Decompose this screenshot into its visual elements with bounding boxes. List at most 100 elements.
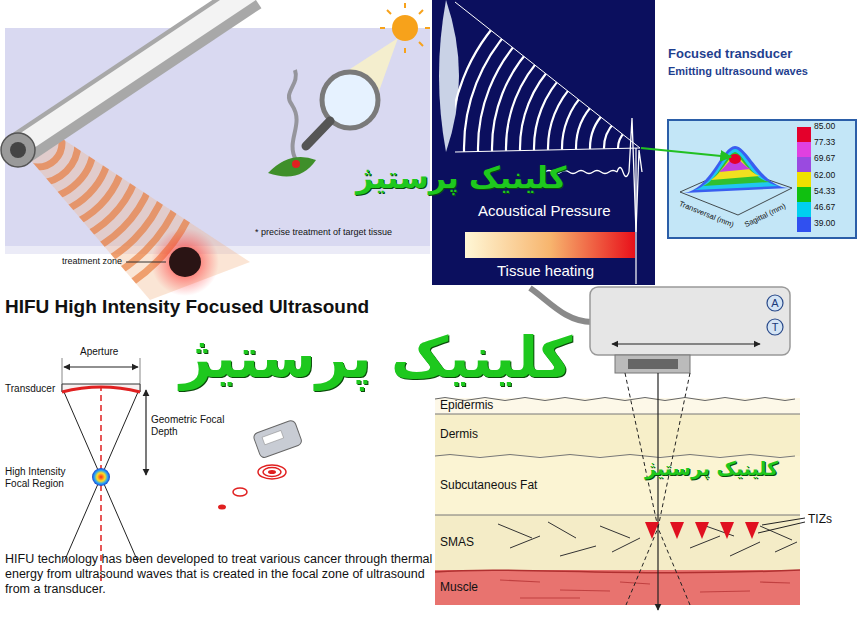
dimension-label: Aperture (80, 346, 118, 358)
scale-value: 69.67 (814, 153, 835, 163)
focus-line (635, 148, 636, 284)
axis-label: Transversal (mm) (678, 199, 736, 229)
panel-ground (432, 0, 655, 285)
probe-window (628, 359, 678, 369)
beam-axis (657, 373, 658, 610)
button-letter: A (771, 297, 778, 310)
tiz-marker (670, 522, 684, 539)
dermis-layer (435, 414, 800, 456)
plot-frame (668, 120, 856, 238)
burn-spot (292, 160, 300, 168)
surface-band (703, 152, 770, 186)
tiz-marker (695, 522, 709, 539)
part-label: Transducer (5, 383, 55, 395)
figure-subheading: Emitting ultrasound waves (668, 65, 808, 78)
bar-label: Tissue heating (497, 262, 594, 280)
transducer-face (62, 387, 140, 392)
smas-fibres (498, 522, 797, 556)
smas-layer (435, 515, 800, 570)
aperture-arrow (64, 366, 138, 367)
colorbar-step (797, 157, 811, 172)
leaf (268, 157, 316, 176)
epidermis-layer (435, 398, 800, 414)
layer-line (435, 414, 800, 415)
travel-arrow (612, 343, 760, 344)
scale-value: 54.33 (814, 186, 835, 196)
tissue-layer: Dermis (435, 414, 800, 456)
button-key: T (766, 318, 784, 336)
axis-label: Acoustical Pressure (478, 202, 611, 220)
fat-layer (435, 456, 800, 515)
layer-name: Muscle (440, 581, 478, 595)
zone-label: treatment zone (62, 256, 122, 267)
callout-label: TIZs (808, 512, 832, 526)
heating-bar (465, 232, 635, 258)
button-outline (767, 295, 783, 311)
handpiece (253, 419, 303, 458)
device-housing (590, 287, 790, 355)
handpiece-body (253, 419, 303, 458)
probe-highlight (16, 0, 250, 148)
scale-value: 85.00 (814, 121, 835, 131)
panel-ground (5, 28, 430, 246)
beam-edge (64, 392, 138, 562)
colorbar-step (797, 202, 811, 217)
tissue-layer: SMAS (435, 515, 800, 570)
layer-name: Dermis (440, 428, 478, 442)
colorbar-step (797, 187, 811, 202)
note-text: * precise treatment of target tissue (255, 227, 392, 238)
leader-line (126, 262, 166, 263)
surface-peak (729, 154, 741, 164)
probe-tip (10, 142, 26, 158)
muscle-layer (435, 570, 800, 605)
focus-ring (233, 488, 247, 496)
tiz-marker (745, 522, 759, 539)
cable (530, 288, 592, 322)
scale-value: 46.67 (814, 202, 835, 212)
transducer-body (62, 384, 140, 392)
sun-rays (380, 3, 430, 53)
part-label: High Intensity Focal Region (5, 466, 87, 490)
layer-name: Epidermis (440, 399, 493, 413)
colorbar-step (797, 172, 811, 187)
focus-ring (268, 470, 276, 474)
focus-ring (258, 465, 286, 479)
focus-ring (263, 468, 281, 477)
caption-text: HIFU technology has been developed to tr… (5, 552, 433, 597)
sun-ray (387, 10, 391, 14)
surface-band (711, 155, 760, 180)
sun (392, 15, 418, 41)
transducer-lens (439, 0, 459, 152)
depth-arrow (145, 390, 146, 475)
tiz-marker (645, 522, 659, 539)
watermark: کلینیک پرستیژ (356, 160, 566, 196)
colorbar-step (797, 217, 811, 232)
muscle-fibres (500, 580, 790, 598)
wavefront (604, 112, 676, 184)
glass-handle (306, 121, 330, 146)
leader-line (758, 522, 805, 533)
wavefront (618, 126, 662, 170)
tiz-marker (720, 522, 734, 539)
layer-line (435, 515, 800, 516)
diagram-title: HIFU High Intensity Focused Ultrasound (5, 296, 369, 319)
sun-ray (425, 27, 430, 29)
beam-edge (64, 392, 138, 562)
button-outline (767, 319, 783, 335)
button-key: A (766, 294, 784, 312)
muscle-fascia (435, 570, 800, 573)
sun-ray (419, 42, 423, 46)
sun-ray (419, 10, 423, 14)
sun-ray (380, 27, 385, 29)
button-letter: T (772, 321, 779, 334)
sun-ray (404, 48, 406, 53)
axis-label: Sagittal (mm) (743, 201, 787, 229)
layer-name: Subcutaneous Fat (440, 479, 537, 493)
scale-value: 39.00 (814, 218, 835, 228)
focus-ring (218, 505, 226, 510)
probe-tip (1, 133, 35, 167)
watermark: کلینیک پرستیژ (645, 457, 778, 480)
watermark: کلینیک پرستیژ (180, 324, 572, 391)
pointer-arrow (641, 148, 731, 157)
